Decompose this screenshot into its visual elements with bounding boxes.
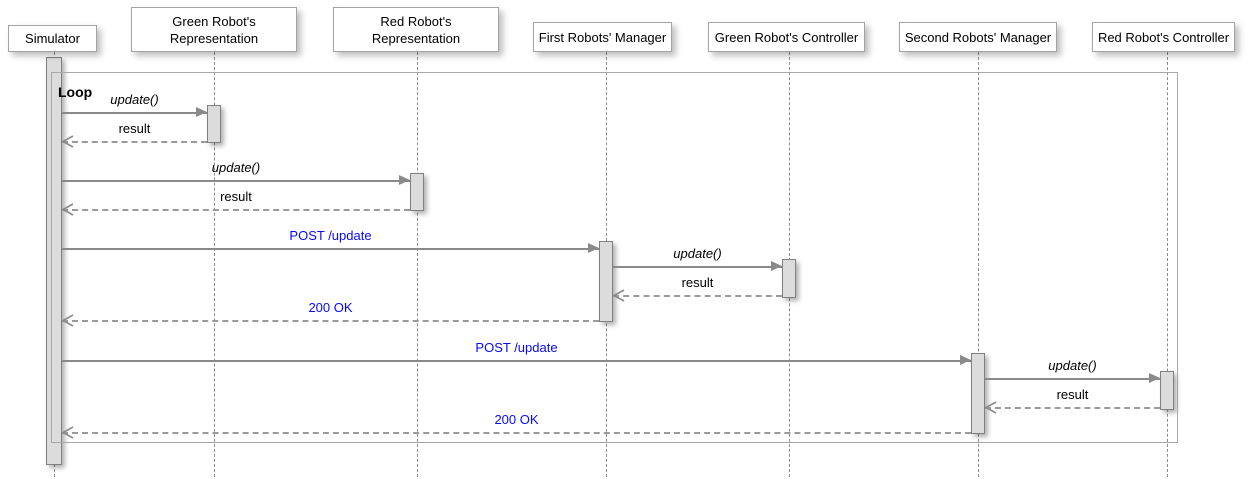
- participant-label: Second Robots' Manager: [904, 29, 1052, 45]
- message-line-return: [62, 209, 410, 211]
- activation-red-rep: [410, 173, 424, 211]
- participant-red-controller: Red Robot's Controller: [1092, 22, 1235, 52]
- message-label: result: [220, 189, 252, 204]
- message-line-return: [62, 141, 207, 143]
- message-label: update(): [211, 160, 261, 175]
- arrowhead-open-icon: [61, 203, 75, 219]
- participant-second-manager: Second Robots' Manager: [899, 22, 1057, 52]
- activation-second-manager: [971, 353, 985, 434]
- message-label: result: [1056, 387, 1089, 402]
- message-line-return: [62, 320, 599, 322]
- participant-green-rep: Green Robot's Representation: [131, 7, 297, 52]
- participant-label: Simulator: [25, 31, 80, 46]
- message-line-sync: [62, 360, 971, 362]
- participant-label: Red Robot's Representation: [371, 13, 461, 46]
- lifeline-red-controller: [1166, 52, 1168, 477]
- lifeline-green-rep: [213, 52, 215, 477]
- message-line-sync: [62, 112, 207, 114]
- message-line-sync: [985, 378, 1160, 380]
- message-label: POST /update: [289, 228, 372, 243]
- message-label: update(): [1048, 358, 1097, 373]
- message-label: result: [681, 275, 714, 290]
- message-line-return: [613, 295, 782, 297]
- message-label: update(): [110, 92, 159, 107]
- participant-label: Red Robot's Controller: [1097, 29, 1230, 45]
- activation-red-controller: [1160, 371, 1174, 410]
- message-line-sync: [62, 180, 410, 182]
- participant-red-rep: Red Robot's Representation: [333, 7, 499, 52]
- lifeline-red-rep: [416, 52, 418, 477]
- activation-simulator: [46, 57, 62, 465]
- activation-green-controller: [782, 259, 796, 298]
- arrowhead-solid-icon: [1149, 373, 1160, 383]
- participant-label: Green Robot's Controller: [714, 29, 859, 45]
- message-label: 200 OK: [308, 300, 353, 315]
- arrowhead-open-icon: [61, 426, 75, 442]
- message-line-sync: [62, 248, 599, 250]
- message-label: result: [118, 121, 151, 136]
- participant-label: Green Robot's Representation: [169, 13, 259, 46]
- arrowhead-open-icon: [984, 401, 998, 417]
- participant-label: First Robots' Manager: [538, 29, 667, 45]
- message-line-sync: [613, 266, 782, 268]
- arrowhead-open-icon: [61, 314, 75, 330]
- participant-green-controller: Green Robot's Controller: [708, 22, 865, 52]
- activation-green-rep: [207, 105, 221, 143]
- arrowhead-solid-icon: [960, 355, 971, 365]
- message-label: 200 OK: [494, 412, 539, 427]
- arrowhead-solid-icon: [588, 243, 599, 253]
- activation-first-manager: [599, 241, 613, 322]
- message-line-return: [62, 432, 971, 434]
- loop-label: Loop: [58, 84, 93, 100]
- arrowhead-solid-icon: [771, 261, 782, 271]
- arrowhead-solid-icon: [196, 107, 207, 117]
- arrowhead-open-icon: [61, 135, 75, 151]
- message-label: update(): [673, 246, 722, 261]
- arrowhead-open-icon: [612, 289, 626, 305]
- arrowhead-solid-icon: [399, 175, 410, 185]
- participant-first-manager: First Robots' Manager: [533, 22, 672, 52]
- lifeline-second-manager: [977, 52, 979, 477]
- participant-simulator: Simulator: [8, 25, 97, 52]
- message-line-return: [985, 407, 1160, 409]
- message-label: POST /update: [475, 340, 558, 355]
